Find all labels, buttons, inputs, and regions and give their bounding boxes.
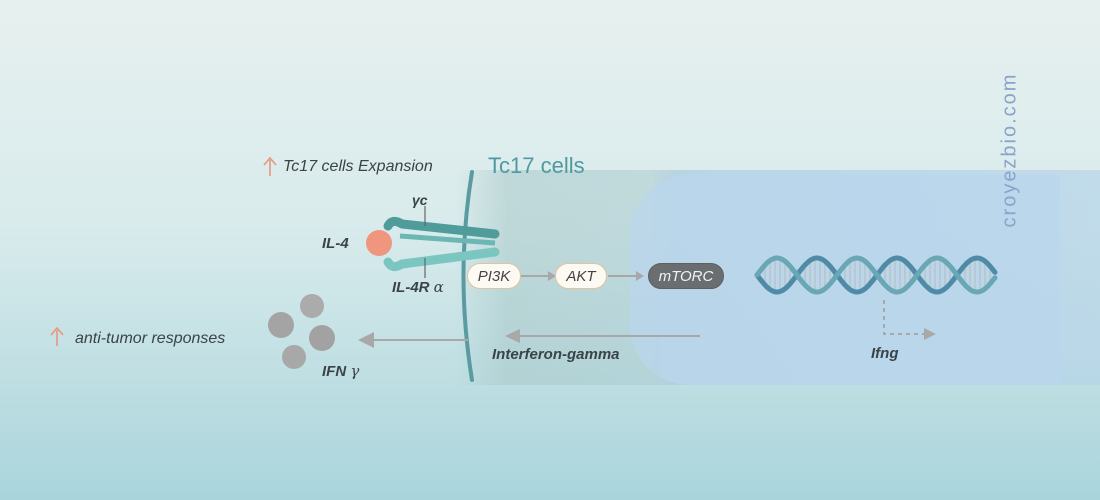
expansion-label: Tc17 cells Expansion	[283, 158, 433, 175]
il4r-alpha-label: IL-4R α	[392, 278, 444, 296]
watermark: croyezbio.com	[998, 72, 1021, 228]
ifng-transcription-arrow	[883, 300, 924, 335]
gamma-c-receptor	[383, 216, 500, 239]
arrow-akt-mtorc	[636, 271, 644, 281]
diagram-title: Tc17 cells	[488, 153, 585, 178]
interferon-gamma-label: Interferon-gamma	[492, 346, 620, 363]
akt-node: AKT	[555, 263, 607, 289]
ifng-label: Ifng	[871, 345, 899, 362]
ifn-granule	[300, 294, 324, 318]
anti-tumor-label: anti-tumor responses	[75, 330, 226, 347]
dna-helix	[754, 255, 998, 295]
arrow-pi3k-akt	[548, 271, 556, 281]
ifn-granule	[282, 345, 306, 369]
arrow-secretion	[358, 332, 374, 348]
mtorc-node: mTORC	[648, 263, 724, 289]
cell-membrane	[461, 170, 474, 382]
il4-label: IL-4	[322, 235, 349, 252]
il4-ligand	[366, 230, 392, 256]
anti-tumor-up-arrow-icon	[50, 326, 64, 346]
expansion-up-arrow-icon	[263, 156, 277, 176]
pi3k-node: PI3K	[467, 263, 521, 289]
gamma-c-label: γc	[412, 192, 428, 208]
ifn-granule	[268, 312, 294, 338]
dna-strand	[754, 255, 998, 295]
arrow-interferon	[505, 329, 520, 343]
il4r-alpha-receptor	[383, 247, 500, 272]
ifn-granule	[309, 325, 335, 351]
ifn-gamma-label: IFN γ	[322, 362, 360, 380]
